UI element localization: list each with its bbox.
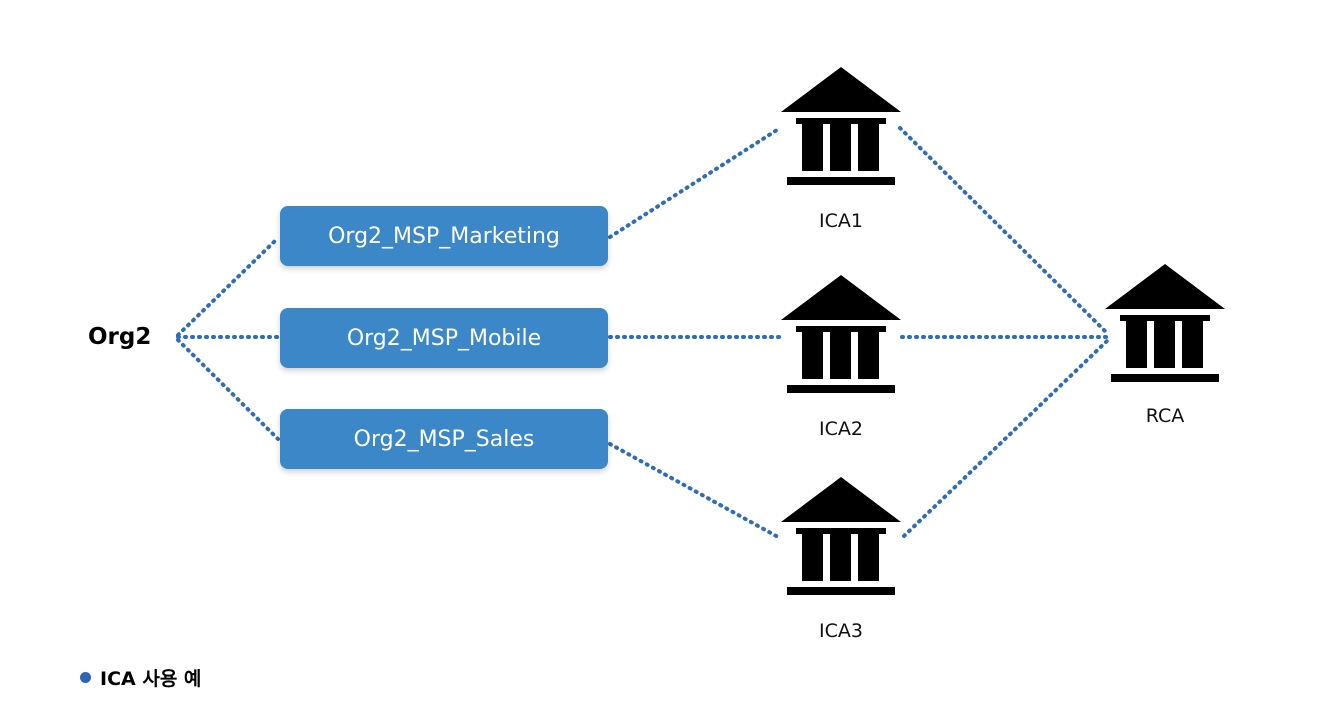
- link-ica1-to-rca: [898, 126, 1110, 336]
- bank-building-icon: [781, 477, 901, 595]
- ica2-node: [781, 275, 901, 400]
- msp-marketing-box: Org2_MSP_Marketing: [280, 206, 608, 266]
- bullet-dot-icon: [80, 672, 91, 683]
- ica3-node: [781, 477, 901, 602]
- bank-building-icon: [781, 275, 901, 393]
- link-org2-to-marketing: [176, 236, 280, 337]
- ica1-label: ICA1: [819, 210, 863, 232]
- link-ica3-to-rca: [902, 338, 1110, 538]
- link-sales-to-ica3: [608, 442, 780, 539]
- msp-sales-box: Org2_MSP_Sales: [280, 409, 608, 469]
- ica1-node: [781, 67, 901, 192]
- link-marketing-to-ica1: [608, 126, 782, 239]
- link-org2-to-sales: [176, 338, 280, 441]
- ica3-label: ICA3: [819, 620, 863, 642]
- org-label: Org2: [88, 324, 152, 350]
- rca-label: RCA: [1145, 405, 1185, 427]
- rca-node: [1105, 264, 1225, 389]
- msp-mobile-box: Org2_MSP_Mobile: [280, 308, 608, 368]
- msp-sales-label: Org2_MSP_Sales: [353, 426, 535, 452]
- caption-text: ICA 사용 예: [100, 668, 202, 690]
- figure-caption: ICA 사용 예: [80, 664, 201, 691]
- bank-building-icon: [781, 67, 901, 185]
- msp-marketing-label: Org2_MSP_Marketing: [328, 223, 560, 249]
- ica2-label: ICA2: [819, 418, 863, 440]
- msp-mobile-label: Org2_MSP_Mobile: [346, 325, 542, 351]
- bank-building-icon: [1105, 264, 1225, 382]
